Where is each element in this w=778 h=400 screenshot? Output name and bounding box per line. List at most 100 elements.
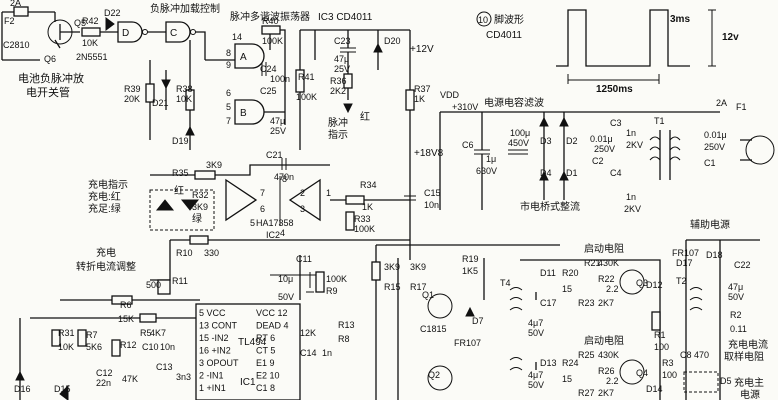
svg-text:C6: C6 <box>462 140 474 150</box>
svg-text:D1: D1 <box>566 168 578 178</box>
svg-text:2K2: 2K2 <box>330 86 346 96</box>
svg-text:T1: T1 <box>654 116 665 126</box>
svg-text:C: C <box>170 28 177 39</box>
svg-text:C3: C3 <box>610 118 622 128</box>
nand-gate-d <box>117 21 143 43</box>
tl494-pin-left: 5 VCC <box>199 308 226 318</box>
svg-text:8: 8 <box>226 48 231 58</box>
ic1-label: IC1 <box>240 377 256 388</box>
svg-text:5: 5 <box>250 218 255 228</box>
resistor-r39 <box>145 83 155 103</box>
tl494-pin-right: E1 9 <box>256 358 275 368</box>
svg-text:10K: 10K <box>58 342 74 352</box>
svg-text:R8: R8 <box>338 334 350 344</box>
svg-text:Q1: Q1 <box>422 290 434 300</box>
svg-text:10K: 10K <box>176 94 192 104</box>
svg-text:R21: R21 <box>584 258 601 268</box>
svg-text:T2: T2 <box>676 276 687 286</box>
svg-text:47μ: 47μ <box>334 54 349 64</box>
r37-rail: R37 1K +18V8 C15 10n <box>404 30 444 260</box>
svg-text:D18: D18 <box>706 250 723 260</box>
svg-text:C23: C23 <box>334 36 351 46</box>
svg-text:8: 8 <box>282 174 287 184</box>
svg-text:2.2: 2.2 <box>606 376 619 386</box>
bat-switch-title: 电池负脉冲放 <box>18 71 84 85</box>
svg-text:330: 330 <box>204 248 219 258</box>
svg-text:10n: 10n <box>424 200 439 210</box>
svg-text:红: 红 <box>360 110 370 123</box>
svg-text:3K9: 3K9 <box>410 262 426 272</box>
svg-text:R33: R33 <box>354 214 371 224</box>
svg-text:10n: 10n <box>160 342 175 352</box>
svg-text:470: 470 <box>694 350 709 360</box>
nand-gate-a <box>234 43 265 69</box>
resistor-r1 <box>651 311 661 331</box>
svg-text:10: 10 <box>478 15 488 25</box>
tl494-pin-left: 1 +IN1 <box>199 383 226 393</box>
svg-text:C24: C24 <box>260 64 277 74</box>
svg-text:4K7: 4K7 <box>150 328 166 338</box>
osc-title: 脉冲多谐波振荡器 <box>230 10 310 23</box>
drive-section: 3K9 R15 3K9 R17 R19 1K5 Q1 C1815 D7 FR10… <box>371 242 677 400</box>
svg-text:470n: 470n <box>274 172 294 182</box>
svg-text:启动电阻: 启动电阻 <box>584 334 624 347</box>
svg-text:R3: R3 <box>662 358 674 368</box>
fuse-f2-label: F2 <box>4 16 15 26</box>
svg-text:R32: R32 <box>192 190 209 200</box>
svg-text:100K: 100K <box>262 36 283 46</box>
svg-text:D5: D5 <box>720 376 732 386</box>
svg-text:脉冲: 脉冲 <box>328 116 348 129</box>
nand-gate-c <box>165 21 191 43</box>
pin10-marker <box>476 11 492 27</box>
diode-d5-box <box>683 371 719 393</box>
pulse-switch-section: 2A F2 C2810 Q5 Q6 2N5551 R42 10K D22 D C… <box>1 0 220 99</box>
svg-text:D21: D21 <box>152 98 169 108</box>
svg-text:D20: D20 <box>384 36 401 46</box>
diode-d15 <box>59 384 69 400</box>
svg-text:C4: C4 <box>610 168 622 178</box>
resistor-r31 <box>51 329 61 347</box>
svg-text:2KV: 2KV <box>626 140 643 150</box>
svg-text:100μ: 100μ <box>510 128 530 138</box>
svg-text:R27: R27 <box>578 388 595 398</box>
resistor-r41 <box>295 69 305 93</box>
svg-text:脚波形: 脚波形 <box>494 13 524 26</box>
svg-text:启动电阻: 启动电阻 <box>584 242 624 255</box>
svg-text:D2: D2 <box>566 136 578 146</box>
svg-text:C17: C17 <box>540 298 557 308</box>
svg-text:D11: D11 <box>540 268 556 278</box>
mains-section: VDD +310V 电源电容滤波 C6 1μ 630V 100μ 450V D3… <box>439 90 775 214</box>
c2810-label: C2810 <box>3 40 30 50</box>
q6-label: Q6 <box>44 54 56 64</box>
svg-text:2A: 2A <box>716 98 727 108</box>
svg-text:R17: R17 <box>410 282 427 292</box>
svg-text:C13: C13 <box>156 362 173 372</box>
svg-text:4: 4 <box>280 228 285 238</box>
svg-text:D13: D13 <box>540 358 557 368</box>
rail-12v: +12V <box>410 44 434 55</box>
svg-text:6: 6 <box>260 204 265 214</box>
svg-text:D14: D14 <box>646 384 663 394</box>
svg-text:12v: 12v <box>722 32 739 43</box>
svg-text:D12: D12 <box>646 280 663 290</box>
svg-text:25V: 25V <box>334 64 350 74</box>
opamp-left <box>225 178 258 222</box>
svg-text:12K: 12K <box>300 328 316 338</box>
resistor-r38 <box>185 89 195 111</box>
resistor-r12 <box>111 339 121 357</box>
svg-text:100: 100 <box>662 370 677 380</box>
svg-text:5: 5 <box>226 102 231 112</box>
svg-text:3K9: 3K9 <box>206 160 222 170</box>
svg-text:250V: 250V <box>704 142 725 152</box>
svg-text:C1: C1 <box>704 158 716 168</box>
svg-text:D4: D4 <box>540 168 552 178</box>
svg-text:D: D <box>122 28 129 39</box>
svg-text:R38: R38 <box>176 84 193 94</box>
pulse-led <box>343 103 353 114</box>
svg-text:R20: R20 <box>562 268 579 278</box>
svg-text:VDD: VDD <box>440 90 460 100</box>
svg-text:转折电流调整: 转折电流调整 <box>76 260 136 273</box>
svg-text:1K5: 1K5 <box>462 266 478 276</box>
